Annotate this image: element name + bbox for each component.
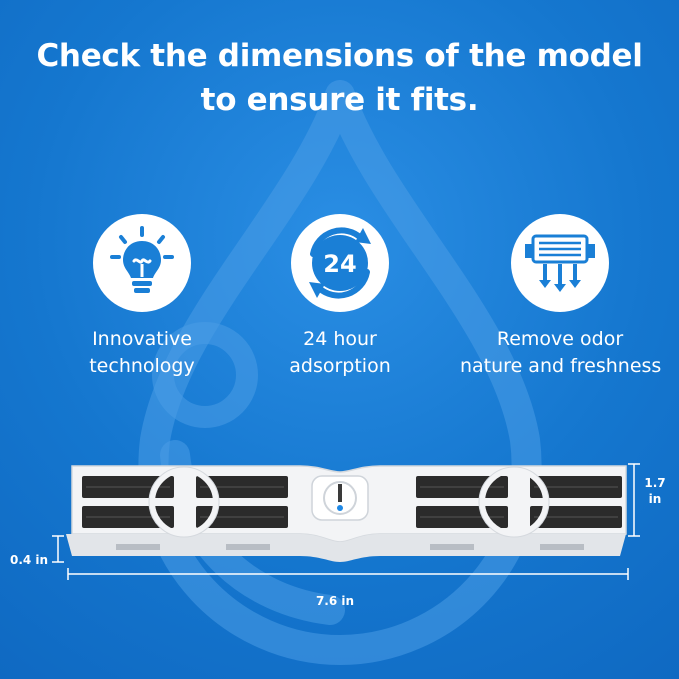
width-dimension-label: 7.6 in [315,594,355,608]
feature-icon-circle [511,214,609,312]
page-title: Check the dimensions of the model to ens… [0,34,679,122]
feature-icon-circle [93,214,191,312]
feature-innovative-technology: Innovative technology [42,214,242,380]
air-filter-icon [525,234,595,292]
feature-label: 24 hour adsorption [289,328,391,377]
feature-remove-odor: Remove odor nature and freshness [460,214,662,380]
cycle-badge-text: 24 [323,250,356,278]
filter-cartridge-image [52,463,640,580]
feature-24-hour-adsorption: 24 24 hour adsorption [240,214,440,380]
title-line-2: to ensure it fits. [200,82,479,118]
title-line-1: Check the dimensions of the model [36,38,643,74]
lightbulb-icon [110,226,174,293]
height-dimension-label: 1.7 in [644,476,666,506]
24-hour-cycle-icon: 24 [309,227,371,299]
depth-dimension-label: 0.4 in [10,553,49,567]
feature-label: Innovative technology [89,328,195,377]
feature-label: Remove odor nature and freshness [460,328,662,377]
feature-icon-circle: 24 [291,214,389,312]
